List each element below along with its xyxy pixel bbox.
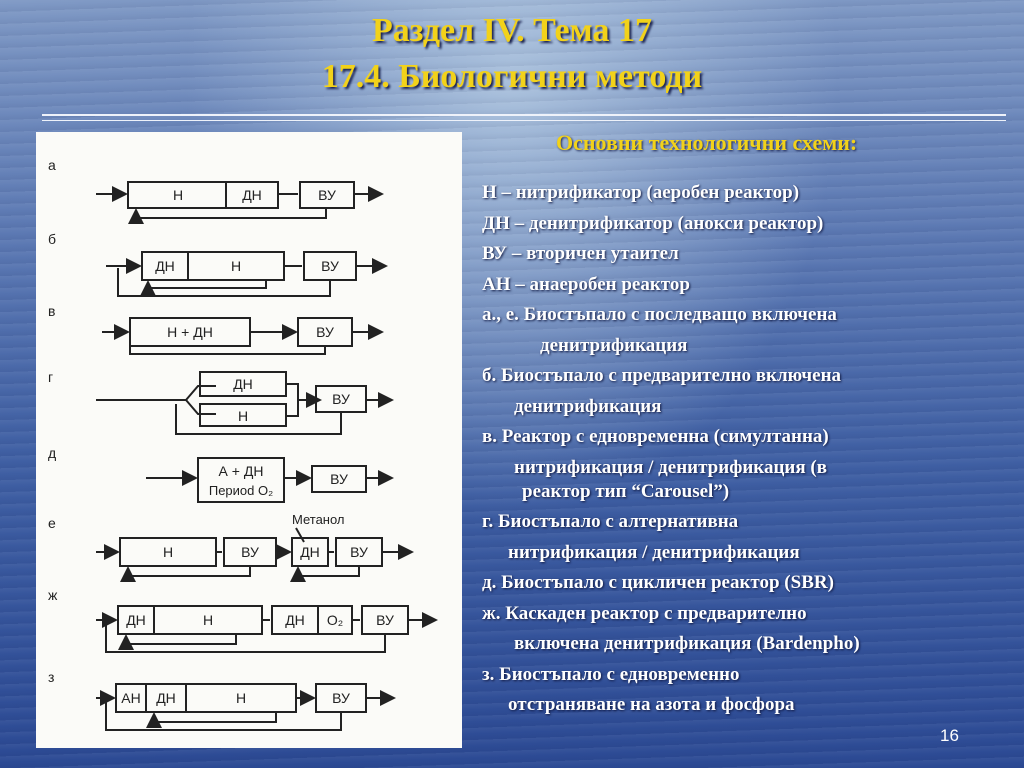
row-z-letter: з <box>48 669 54 685</box>
legend-item-continuation: включена денитрификация (Bardenpho) <box>514 633 860 654</box>
row-g-box1: ДН <box>233 376 253 392</box>
row-zh-box1: ДН <box>126 612 146 628</box>
row-v-box1: Н + ДН <box>167 324 213 340</box>
legend-item: ж. Каскаден реактор с предварително <box>482 602 807 624</box>
row-z-box2: ДН <box>156 690 176 706</box>
slide-title-line1: Раздел IV. Тема 17 <box>372 12 652 49</box>
title-divider <box>42 114 1006 116</box>
diagram-svg: а Н ДН ВУ б ДН Н ВУ в Н + ДН ВУ <box>48 157 438 731</box>
row-a-box2: ДН <box>242 187 262 203</box>
legend-item: Н – нитрификатор (аеробен реактор) <box>482 182 800 203</box>
row-b-box3: ВУ <box>321 258 339 274</box>
row-g-letter: г <box>48 369 53 385</box>
row-g-box3: ВУ <box>332 391 350 407</box>
legend-item: в. Реактор с едновременна (симултанна) <box>482 426 829 447</box>
row-b-letter: б <box>48 231 56 247</box>
legend-item-continuation: нитрификация / денитрификация (в <box>514 456 827 478</box>
legend-item: б. Биостъпало с предварително включена <box>482 365 842 386</box>
row-e-box2: ВУ <box>241 544 259 560</box>
row-e-methanol-label: Метанол <box>292 512 345 527</box>
legend-item-continuation: отстраняване на азота и фосфора <box>508 694 795 715</box>
row-e-box4: ВУ <box>350 544 368 560</box>
title-divider-thin <box>42 120 1006 121</box>
slide-title-line2: 17.4. Биологични методи <box>321 58 703 95</box>
row-v-letter: в <box>48 303 55 319</box>
row-d-letter: д <box>48 445 56 461</box>
legend-item: АН – анаеробен реактор <box>482 273 690 295</box>
scheme-row-d: д А + ДН Периоd O₂ ВУ <box>48 445 394 503</box>
scheme-row-b: б ДН Н ВУ <box>48 231 388 297</box>
row-v-box2: ВУ <box>316 324 334 340</box>
legend-item: з. Биостъпало с едновременно <box>482 663 740 685</box>
row-e-box3: ДН <box>300 544 320 560</box>
row-z-box1: АН <box>121 690 140 706</box>
row-d-box1-line2: Периоd O₂ <box>209 483 273 498</box>
row-e-box1: Н <box>163 544 173 560</box>
legend-item-continuation: денитрификация <box>514 395 662 417</box>
scheme-row-v: в Н + ДН ВУ <box>48 303 384 355</box>
row-zh-box3: ДН <box>285 612 305 628</box>
row-a-letter: а <box>48 157 56 173</box>
row-d-box1-line1: А + ДН <box>219 463 264 479</box>
section-subtitle: Основни технологични схеми: <box>556 130 858 155</box>
row-b-box2: Н <box>231 258 241 274</box>
row-zh-box5: ВУ <box>376 612 394 628</box>
legend-item-continuation: нитрификация / денитрификация <box>508 541 800 563</box>
row-a-box3: ВУ <box>318 187 336 203</box>
legend-item: г. Биостъпало с алтернативна <box>482 511 739 532</box>
legend-item-continuation: денитрификация <box>540 334 688 356</box>
scheme-row-z: з АН ДН Н ВУ <box>48 669 396 731</box>
scheme-row-a: а Н ДН ВУ <box>48 157 384 224</box>
legend-item: ВУ – вторичен утаител <box>482 243 679 264</box>
flow-schemes-diagram: а Н ДН ВУ б ДН Н ВУ в Н + ДН ВУ <box>36 132 462 748</box>
legend-item: д. Биостъпало с цикличен реактор (SBR) <box>482 572 834 593</box>
scheme-row-e: е Метанол Н ВУ ДН ВУ <box>48 512 414 582</box>
row-a-box1: Н <box>173 187 183 203</box>
legend-item-continuation: реактор тип “Carousel”) <box>522 481 730 502</box>
legend-item: ДН – денитрификатор (анокси реактор) <box>482 212 824 234</box>
row-d-box2: ВУ <box>330 471 348 487</box>
scheme-row-zh: ж ДН Н ДН O₂ ВУ <box>48 587 438 653</box>
legend-list: Н – нитрификатор (аеробен реактор) ДН – … <box>482 178 1002 721</box>
row-e-letter: е <box>48 515 56 531</box>
row-zh-box4: O₂ <box>327 612 343 628</box>
row-z-box4: ВУ <box>332 690 350 706</box>
page-number: 16 <box>940 726 959 745</box>
row-zh-box2: Н <box>203 612 213 628</box>
row-zh-letter: ж <box>48 587 58 603</box>
row-g-box2: Н <box>238 408 248 424</box>
scheme-row-g: г ДН Н ВУ <box>48 369 394 435</box>
row-b-box1: ДН <box>155 258 175 274</box>
legend-item: а., е. Биостъпало с последващо включена <box>482 304 837 325</box>
row-z-box3: Н <box>236 690 246 706</box>
